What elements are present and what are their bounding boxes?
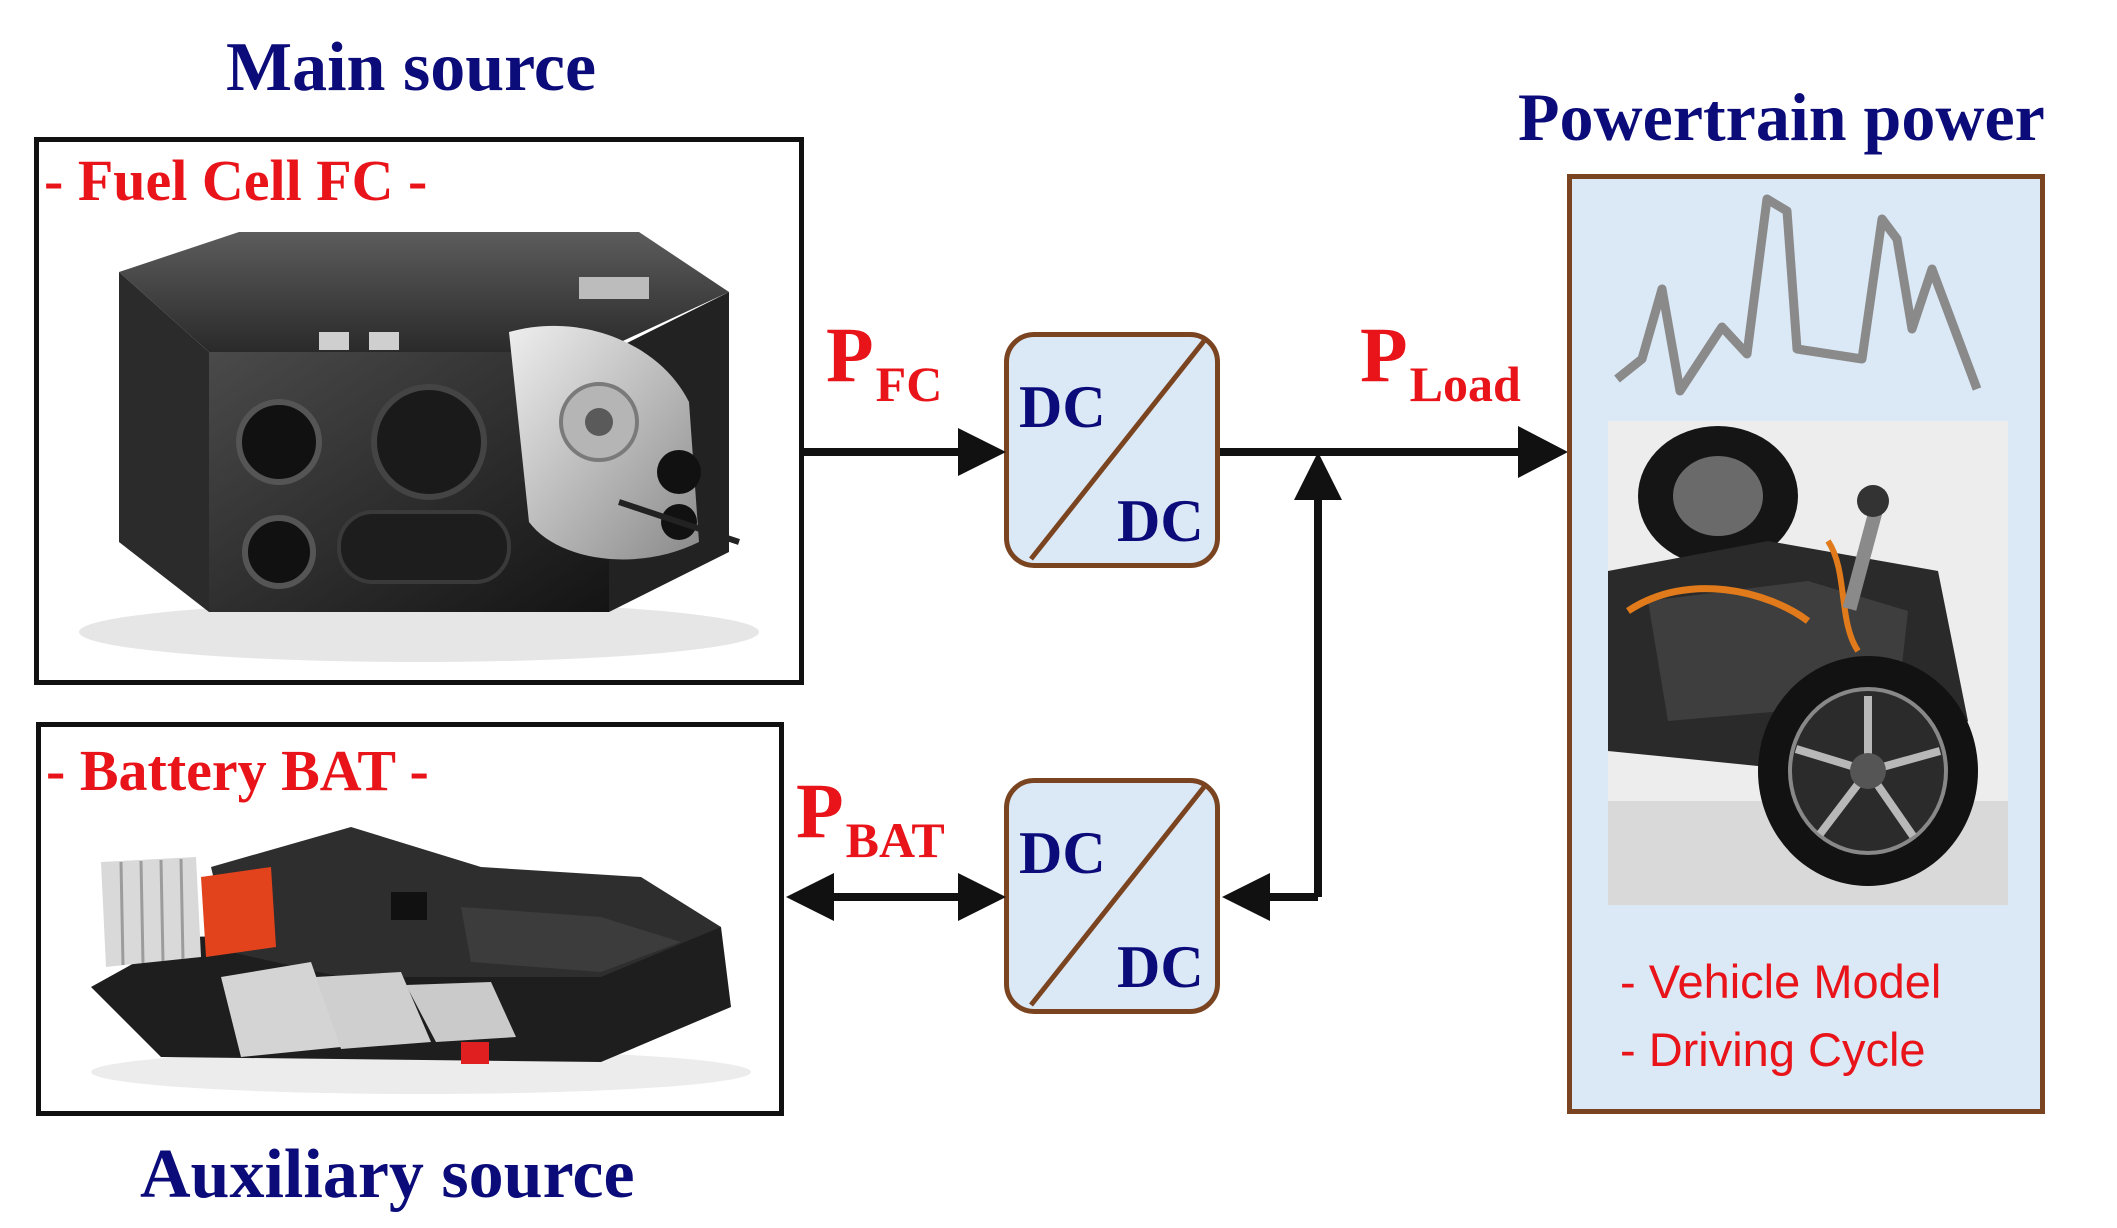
arrow-into-top-converter	[958, 428, 1006, 476]
power-fc-subscript: FC	[875, 356, 943, 412]
arrow-into-bottom-converter-right	[1222, 873, 1270, 921]
battery-label: - Battery BAT -	[46, 738, 429, 803]
arrow-into-bottom-converter-left	[958, 873, 1006, 921]
dc-dc-converter-top: DC DC	[1004, 332, 1220, 568]
power-bat-symbol: P	[796, 767, 844, 854]
power-fc-label: PFC	[826, 316, 942, 410]
converter-bottom-output-label: DC	[1117, 934, 1204, 1000]
converter-top-output-label: DC	[1117, 488, 1204, 554]
driving-cycle-note: - Driving Cycle	[1620, 1023, 1926, 1076]
power-fc-symbol: P	[826, 311, 874, 398]
main-source-heading: Main source	[226, 29, 597, 106]
powertrain-panel: - Vehicle Model - Driving Cycle	[1567, 174, 2045, 1114]
arrow-into-battery	[786, 873, 834, 921]
power-profile-icon	[1614, 194, 1982, 396]
power-bat-label: PBAT	[796, 772, 945, 866]
converter-top-input-label: DC	[1019, 374, 1106, 440]
auxiliary-source-heading: Auxiliary source	[140, 1136, 635, 1213]
dc-dc-converter-bottom: DC DC	[1004, 778, 1220, 1014]
fuel-cell-image	[79, 232, 759, 662]
vehicle-model-note: - Vehicle Model	[1620, 955, 1942, 1008]
fuel-cell-box: - Fuel Cell FC -	[34, 137, 804, 685]
vehicle-chassis-image	[1608, 421, 2008, 905]
power-load-subscript: Load	[1409, 356, 1521, 412]
converter-bottom-input-label: DC	[1019, 820, 1106, 886]
arrow-into-powertrain	[1518, 426, 1568, 478]
converter-diagonal-icon	[1029, 785, 1206, 1007]
battery-box: - Battery BAT -	[36, 722, 784, 1116]
arrow-up-to-bus	[1294, 452, 1342, 500]
fuel-cell-label: - Fuel Cell FC -	[44, 148, 428, 213]
converter-diagonal-icon	[1029, 339, 1206, 561]
power-load-symbol: P	[1360, 311, 1408, 398]
battery-image	[91, 827, 751, 1094]
power-bat-subscript: BAT	[845, 812, 945, 868]
power-load-label: PLoad	[1360, 316, 1521, 410]
powertrain-heading: Powertrain power	[1518, 79, 2045, 155]
